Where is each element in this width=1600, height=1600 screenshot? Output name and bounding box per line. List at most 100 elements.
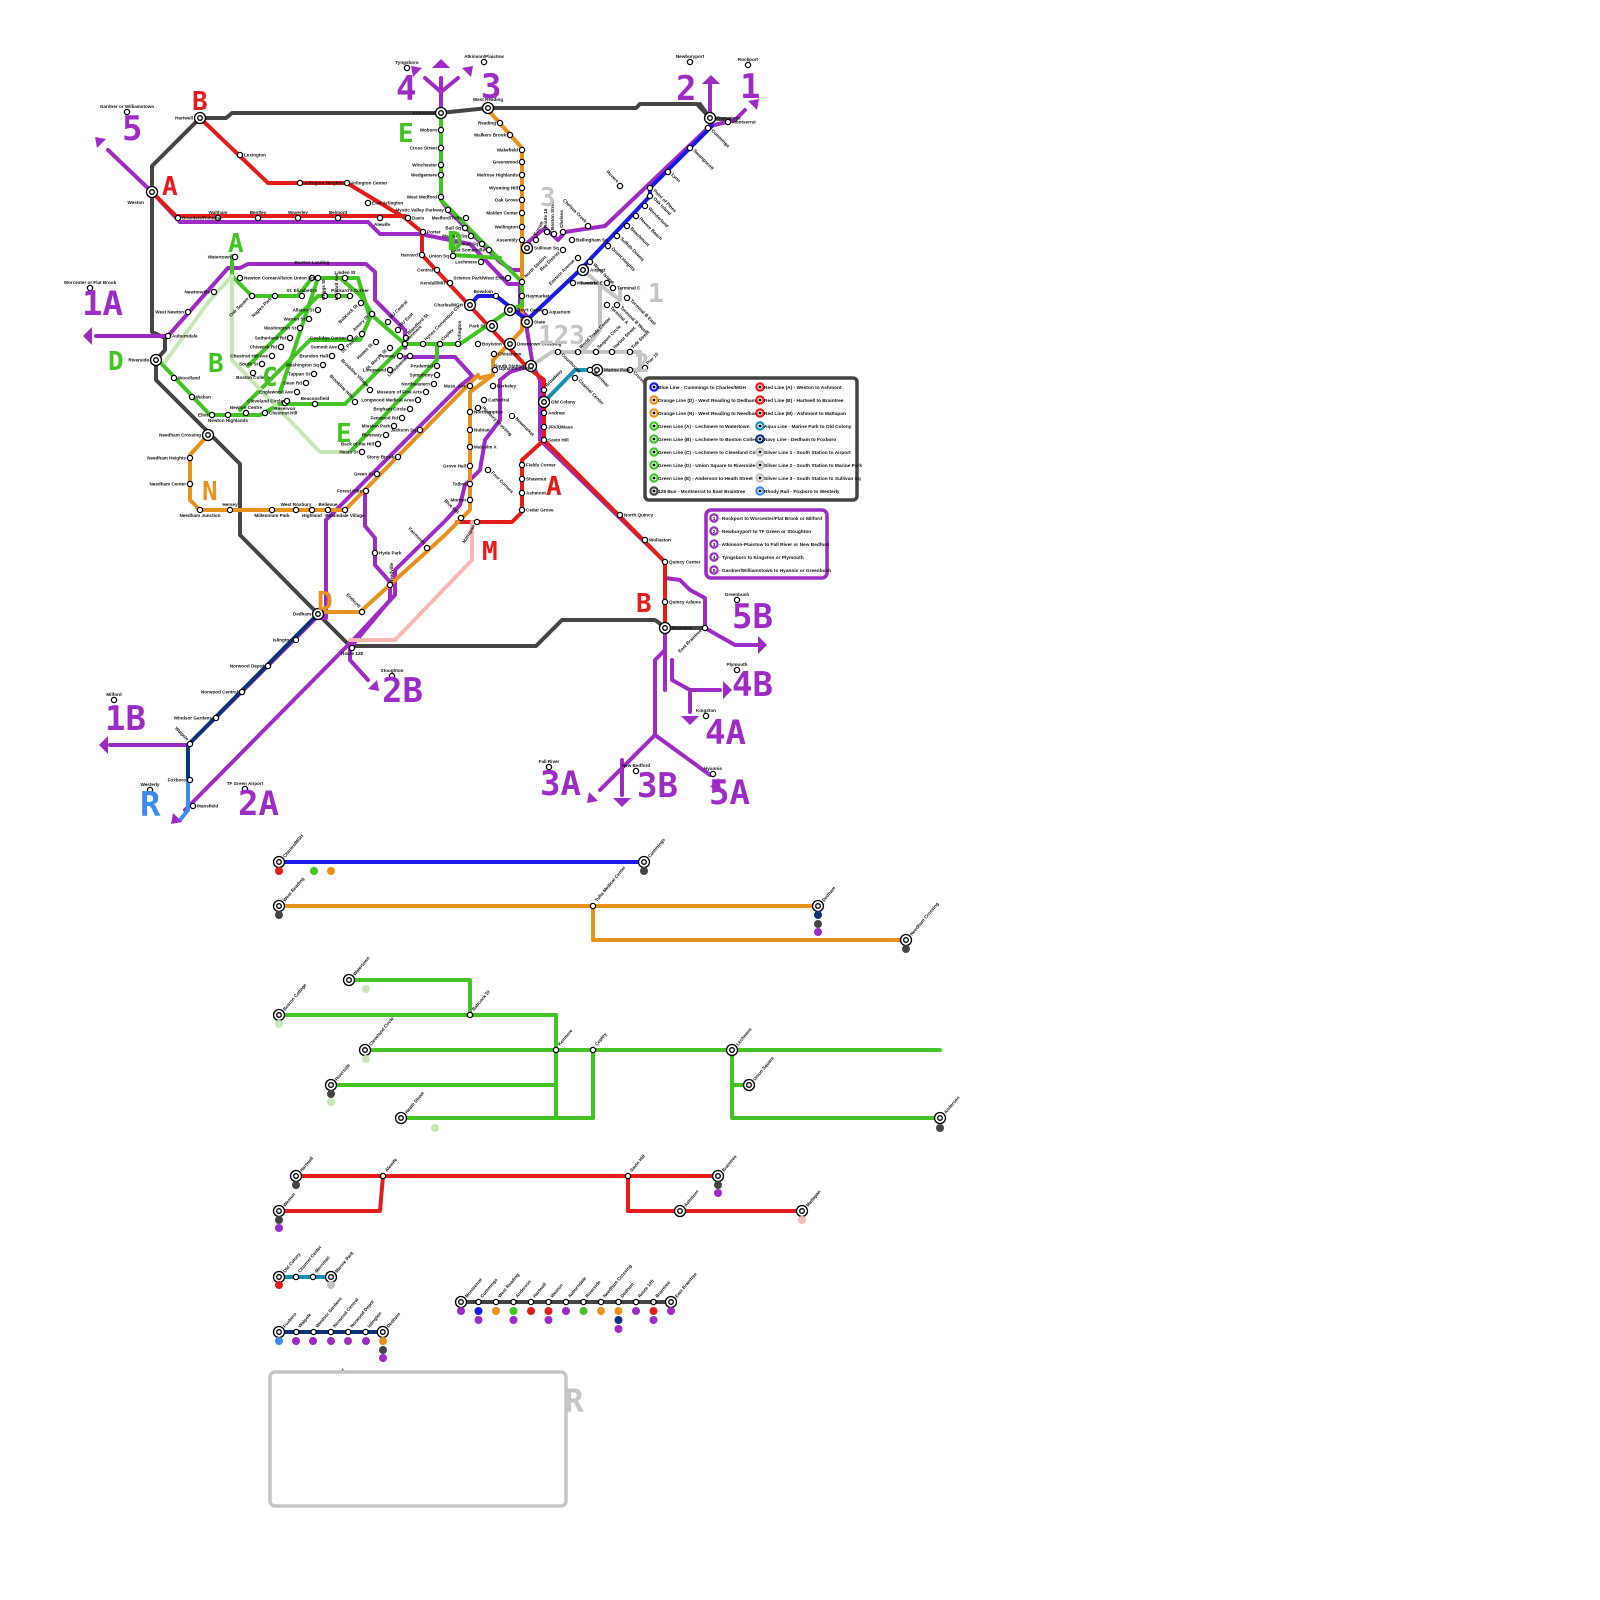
station-schematic[interactable] [492,1298,500,1306]
station-highland[interactable] [308,506,316,514]
station-cleveland[interactable] [283,397,291,405]
station-kenmore[interactable] [401,340,409,348]
station-greenwood[interactable] [518,158,526,166]
station-chinatown[interactable] [490,350,498,358]
station-tide[interactable] [626,348,634,356]
station-oak_island[interactable] [646,192,654,200]
station-wellington[interactable] [518,223,526,231]
station-wedgemere[interactable] [437,171,445,179]
station-uphams[interactable] [491,366,499,374]
station-schematic[interactable] [344,1328,352,1336]
station-route128[interactable] [348,644,356,652]
station-roxbury[interactable] [474,404,482,412]
station-schematic[interactable] [309,1273,317,1281]
station-prudential[interactable] [433,362,441,370]
station-walkers_brook[interactable] [506,131,514,139]
station-schematic[interactable] [580,1298,587,1306]
station-oak_grove[interactable] [518,196,526,204]
station-schematic[interactable] [293,1328,300,1336]
station-union_sq[interactable] [449,252,457,260]
station-lansdowne[interactable] [406,352,414,360]
station-needham_heights[interactable] [186,454,194,462]
station-harvard_ave[interactable] [334,292,342,300]
station-everett[interactable] [532,236,540,244]
station-oak_square[interactable] [248,292,256,300]
station-harvard[interactable] [418,251,426,259]
station-lechmere[interactable] [477,258,485,266]
station-gilman[interactable] [478,240,486,248]
station-northeastern[interactable] [430,380,438,388]
station-heath[interactable] [358,448,366,456]
station-newton_centre[interactable] [242,409,250,417]
station-nubian[interactable] [466,426,474,434]
station-seaport[interactable] [592,348,600,356]
station-schematic[interactable] [650,1298,657,1306]
station-arlington_center[interactable] [343,179,351,187]
station-wakefield[interactable] [518,146,526,154]
station-longwood[interactable] [386,366,394,374]
station-jfk[interactable] [540,423,548,431]
station-cummings[interactable] [704,124,712,132]
station-needham_center[interactable] [186,480,194,488]
station-waltham[interactable] [214,214,222,222]
station-walpole[interactable] [186,740,194,748]
station-haymarket[interactable] [518,292,526,300]
station-mfa[interactable] [422,388,430,396]
station-brandon[interactable] [328,352,336,360]
station-greenbush[interactable] [733,596,741,604]
station-fall_river[interactable] [545,763,553,771]
station-mattapan[interactable] [473,518,481,526]
station-science_park[interactable] [504,274,512,282]
station-forest_hills[interactable] [362,487,370,495]
station-brookline_hills[interactable] [351,398,359,406]
station-arlington_heights[interactable] [296,179,304,187]
station-mission_park[interactable] [390,422,398,430]
station-brookline_village[interactable] [366,386,374,394]
station-box_district[interactable] [559,246,567,254]
station-boston_street[interactable] [550,230,558,238]
station-malcolm[interactable] [466,443,474,451]
station-milford[interactable] [110,696,118,704]
station-warren[interactable] [305,315,313,323]
station-fenwood[interactable] [398,414,406,422]
station-assembly[interactable] [518,236,526,244]
station-broadway[interactable] [540,386,548,394]
station-tyngsboro[interactable] [403,64,411,72]
station-mansfield[interactable] [189,802,197,810]
station-back_of_hill[interactable] [374,440,382,448]
station-washington_st_b[interactable] [296,324,304,332]
station-fairmount[interactable] [423,544,431,552]
station-schematic[interactable] [327,1328,335,1336]
station-tappan[interactable] [310,370,318,378]
station-cross_street[interactable] [437,144,445,152]
station-schematic[interactable] [475,1298,482,1306]
station-schematic[interactable] [362,1328,369,1336]
station-st_paul[interactable] [358,330,366,338]
station-hawes[interactable] [372,338,380,346]
station-bentley[interactable] [254,214,262,222]
station-alewife[interactable] [376,214,384,222]
station-schematic[interactable] [545,1298,552,1306]
station-courthouse[interactable] [554,348,562,356]
station-chiswick[interactable] [277,343,285,351]
station-new_bedford[interactable] [632,767,640,775]
station-schematic[interactable] [552,1046,560,1054]
station-revere[interactable] [616,182,624,190]
station-wtc[interactable] [574,348,582,356]
station-needham_jct[interactable] [196,506,204,514]
station-linden[interactable] [341,274,349,282]
station-east_somerville[interactable] [485,246,493,254]
station-blue_hill[interactable] [457,514,465,522]
station-bu_east[interactable] [394,326,402,334]
station-schematic[interactable] [624,1172,632,1180]
station-bellingham[interactable] [568,236,576,244]
station-hersey[interactable] [226,506,234,514]
station-beachmont[interactable] [623,222,631,230]
station-newtonville[interactable] [210,288,218,296]
station-berkeley[interactable] [489,382,497,390]
station-brandeis[interactable] [174,214,182,222]
station-terminal_e[interactable] [603,279,611,287]
station-suffolk_downs[interactable] [613,232,621,240]
station-dean[interactable] [302,379,310,387]
station-hynes[interactable] [419,340,427,348]
